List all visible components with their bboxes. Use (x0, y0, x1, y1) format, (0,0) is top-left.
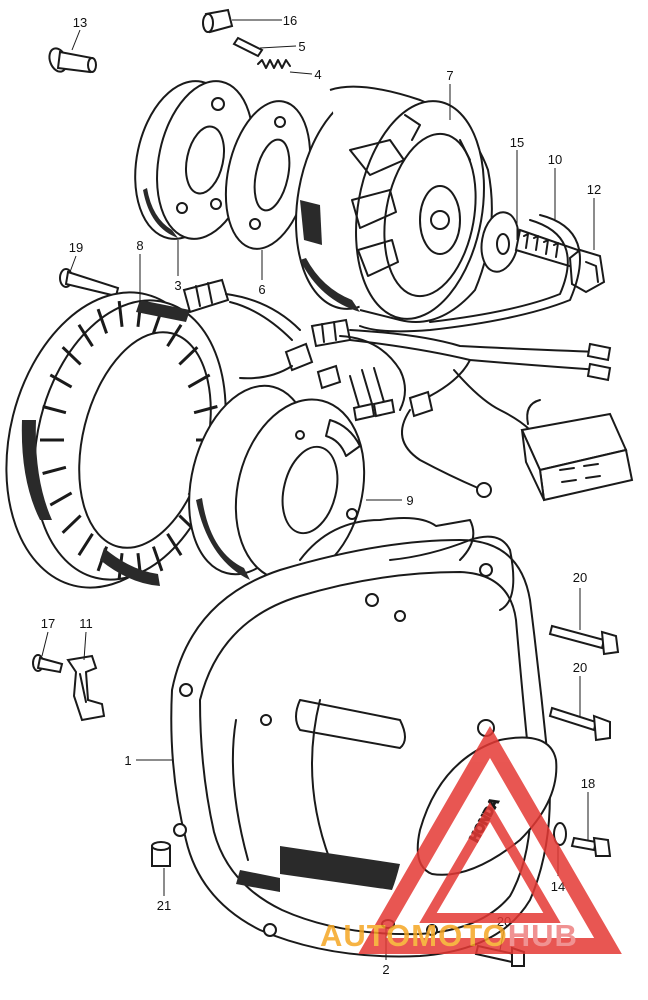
coil-winding (117, 300, 124, 327)
label-19: 19 (69, 240, 83, 255)
label-15: 15 (510, 135, 524, 150)
dowel-22 (151, 841, 171, 867)
label-20-lower: 20 (573, 660, 587, 675)
label-7: 7 (446, 68, 453, 83)
label-6: 6 (258, 282, 265, 297)
wiring-harness (182, 278, 612, 498)
label-8: 8 (136, 238, 143, 253)
part-labels: 13 16 5 4 7 15 10 12 19 8 3 6 9 17 11 1 … (41, 13, 601, 977)
label-20-upper: 20 (573, 570, 587, 585)
label-13: 13 (73, 15, 87, 30)
coil-winding (166, 533, 183, 557)
label-12: 12 (587, 182, 601, 197)
label-2: 2 (382, 962, 389, 977)
bolt-17 (32, 654, 64, 674)
label-16: 16 (283, 13, 297, 28)
bolt-12 (514, 228, 606, 294)
housing-9 (188, 384, 366, 582)
stator-coil-8 (5, 291, 227, 589)
coil-winding (42, 405, 67, 415)
clip-11 (66, 654, 106, 722)
coil-winding (61, 346, 82, 366)
watermark-text-hub: HUB (508, 918, 578, 953)
coil-winding (178, 346, 199, 366)
label-4: 4 (314, 67, 321, 82)
washer-14 (553, 822, 567, 846)
bolt-18 (570, 836, 612, 857)
label-10: 10 (548, 152, 562, 167)
label-22: 21 (157, 898, 171, 913)
cap-16 (202, 8, 234, 34)
coil-winding (166, 323, 183, 347)
coil-winding (187, 373, 211, 389)
spring-4 (257, 59, 291, 69)
svg-text:AUTOMOTOHUB: AUTOMOTOHUB (320, 918, 578, 953)
wire-loop-10 (359, 214, 581, 333)
watermark-text-automoto: AUTOMOTO (320, 918, 508, 953)
honda-badge: HONDA (416, 736, 558, 876)
coil-winding (77, 323, 94, 347)
coil-winding (49, 491, 73, 507)
watermark: AUTOMOTOHUB (320, 726, 622, 954)
label-17: 17 (41, 616, 55, 631)
coil-winding (151, 546, 164, 572)
coil-winding (49, 373, 73, 389)
pin-5 (232, 36, 264, 58)
label-3: 3 (174, 278, 181, 293)
label-18: 18 (581, 776, 595, 791)
plate-6 (224, 100, 312, 250)
flywheel-7 (295, 85, 493, 323)
label-14: 14 (551, 879, 565, 894)
bolt-13 (48, 47, 97, 74)
coupler-block (520, 399, 634, 502)
coil-winding (77, 533, 94, 557)
coil-winding (42, 465, 67, 475)
bolt-20b (548, 706, 611, 742)
coil-winding (96, 308, 109, 334)
bolt-19 (59, 268, 120, 298)
bolt-20a (548, 624, 620, 656)
label-1: 1 (124, 753, 131, 768)
coil-winding (61, 514, 82, 534)
label-5: 5 (298, 39, 305, 54)
coil-winding (193, 405, 218, 415)
label-11: 11 (79, 616, 93, 631)
label-9: 9 (406, 493, 413, 508)
